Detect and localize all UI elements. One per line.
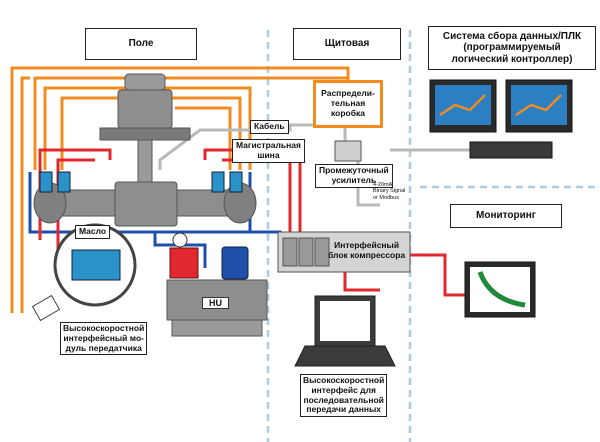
red-to-laptop bbox=[343, 265, 380, 292]
compressor-flange bbox=[99, 127, 191, 141]
daq-monitors bbox=[429, 79, 573, 159]
daq-keyboard bbox=[469, 141, 553, 159]
hydraulic-unit bbox=[166, 232, 268, 337]
oil-label: Масло bbox=[75, 225, 111, 239]
signal-note: 4-20mA Binary Signal or Modbus bbox=[373, 182, 406, 201]
compressor-upper-body bbox=[117, 89, 173, 129]
interface-unit-slot-2 bbox=[298, 237, 314, 267]
sensor-left-1 bbox=[39, 171, 53, 193]
cable-label: Кабель bbox=[250, 120, 289, 134]
section-panel: Щитовая bbox=[293, 28, 401, 60]
section-monitoring: Мониторинг bbox=[450, 204, 562, 228]
hu-label: HU bbox=[202, 297, 229, 310]
monitoring-display bbox=[464, 261, 536, 318]
sensor-right-2 bbox=[229, 171, 243, 193]
hu-pump bbox=[169, 247, 199, 279]
sensor-right-1 bbox=[211, 171, 225, 193]
hu-gauge bbox=[172, 232, 188, 248]
interface-unit-slot-1 bbox=[282, 237, 298, 267]
monitor-right-trend bbox=[515, 94, 562, 117]
oil-to-interface bbox=[250, 230, 282, 250]
intermediate-amplifier-label: Промежуточный усилитель bbox=[315, 164, 393, 188]
monitor-right-screen bbox=[511, 85, 567, 125]
magnifier-handle bbox=[31, 294, 61, 322]
compressor-interface-unit bbox=[277, 231, 411, 273]
transmitter-module-magnifier bbox=[31, 223, 137, 322]
serial-interface-label: Высокоскоростной интерфейс для последова… bbox=[300, 374, 388, 418]
trunk-bus-label: Магистральная шина bbox=[232, 139, 305, 163]
orange-wire-outer bbox=[10, 66, 350, 313]
orange-wire-3 bbox=[33, 76, 348, 170]
monitor-left-trend bbox=[439, 94, 486, 117]
junction-box: Распредели- тельная коробка bbox=[313, 80, 383, 128]
compressor-top-cap bbox=[124, 73, 166, 91]
hu-motor bbox=[221, 246, 249, 280]
section-field: Поле bbox=[85, 28, 197, 60]
section-daq: Система сбора данных/ПЛК (программируемы… bbox=[428, 26, 596, 70]
transmitter-module bbox=[71, 249, 121, 281]
compressor-shaft bbox=[137, 139, 153, 183]
compressor-center bbox=[114, 181, 178, 227]
interface-unit-slot-3 bbox=[314, 237, 330, 267]
red-to-monitor bbox=[410, 253, 465, 297]
monitoring-curve bbox=[477, 271, 526, 308]
compressor-left-arm bbox=[61, 189, 116, 217]
orange-wire-2 bbox=[20, 76, 30, 313]
hu-base bbox=[171, 319, 263, 337]
laptop-computer bbox=[294, 295, 396, 367]
transmitter-module-label: Высокоскоростной интерфейсный мо- дуль п… bbox=[60, 322, 148, 356]
compressor-machine bbox=[33, 73, 257, 227]
laptop-base bbox=[294, 345, 396, 367]
compressor-interface-label: Интерфейсный блок компрессора bbox=[328, 240, 406, 260]
sensor-left-2 bbox=[57, 171, 71, 193]
intermediate-amplifier bbox=[334, 140, 362, 162]
laptop-screen bbox=[320, 301, 370, 341]
monitor-left-screen bbox=[435, 85, 491, 125]
